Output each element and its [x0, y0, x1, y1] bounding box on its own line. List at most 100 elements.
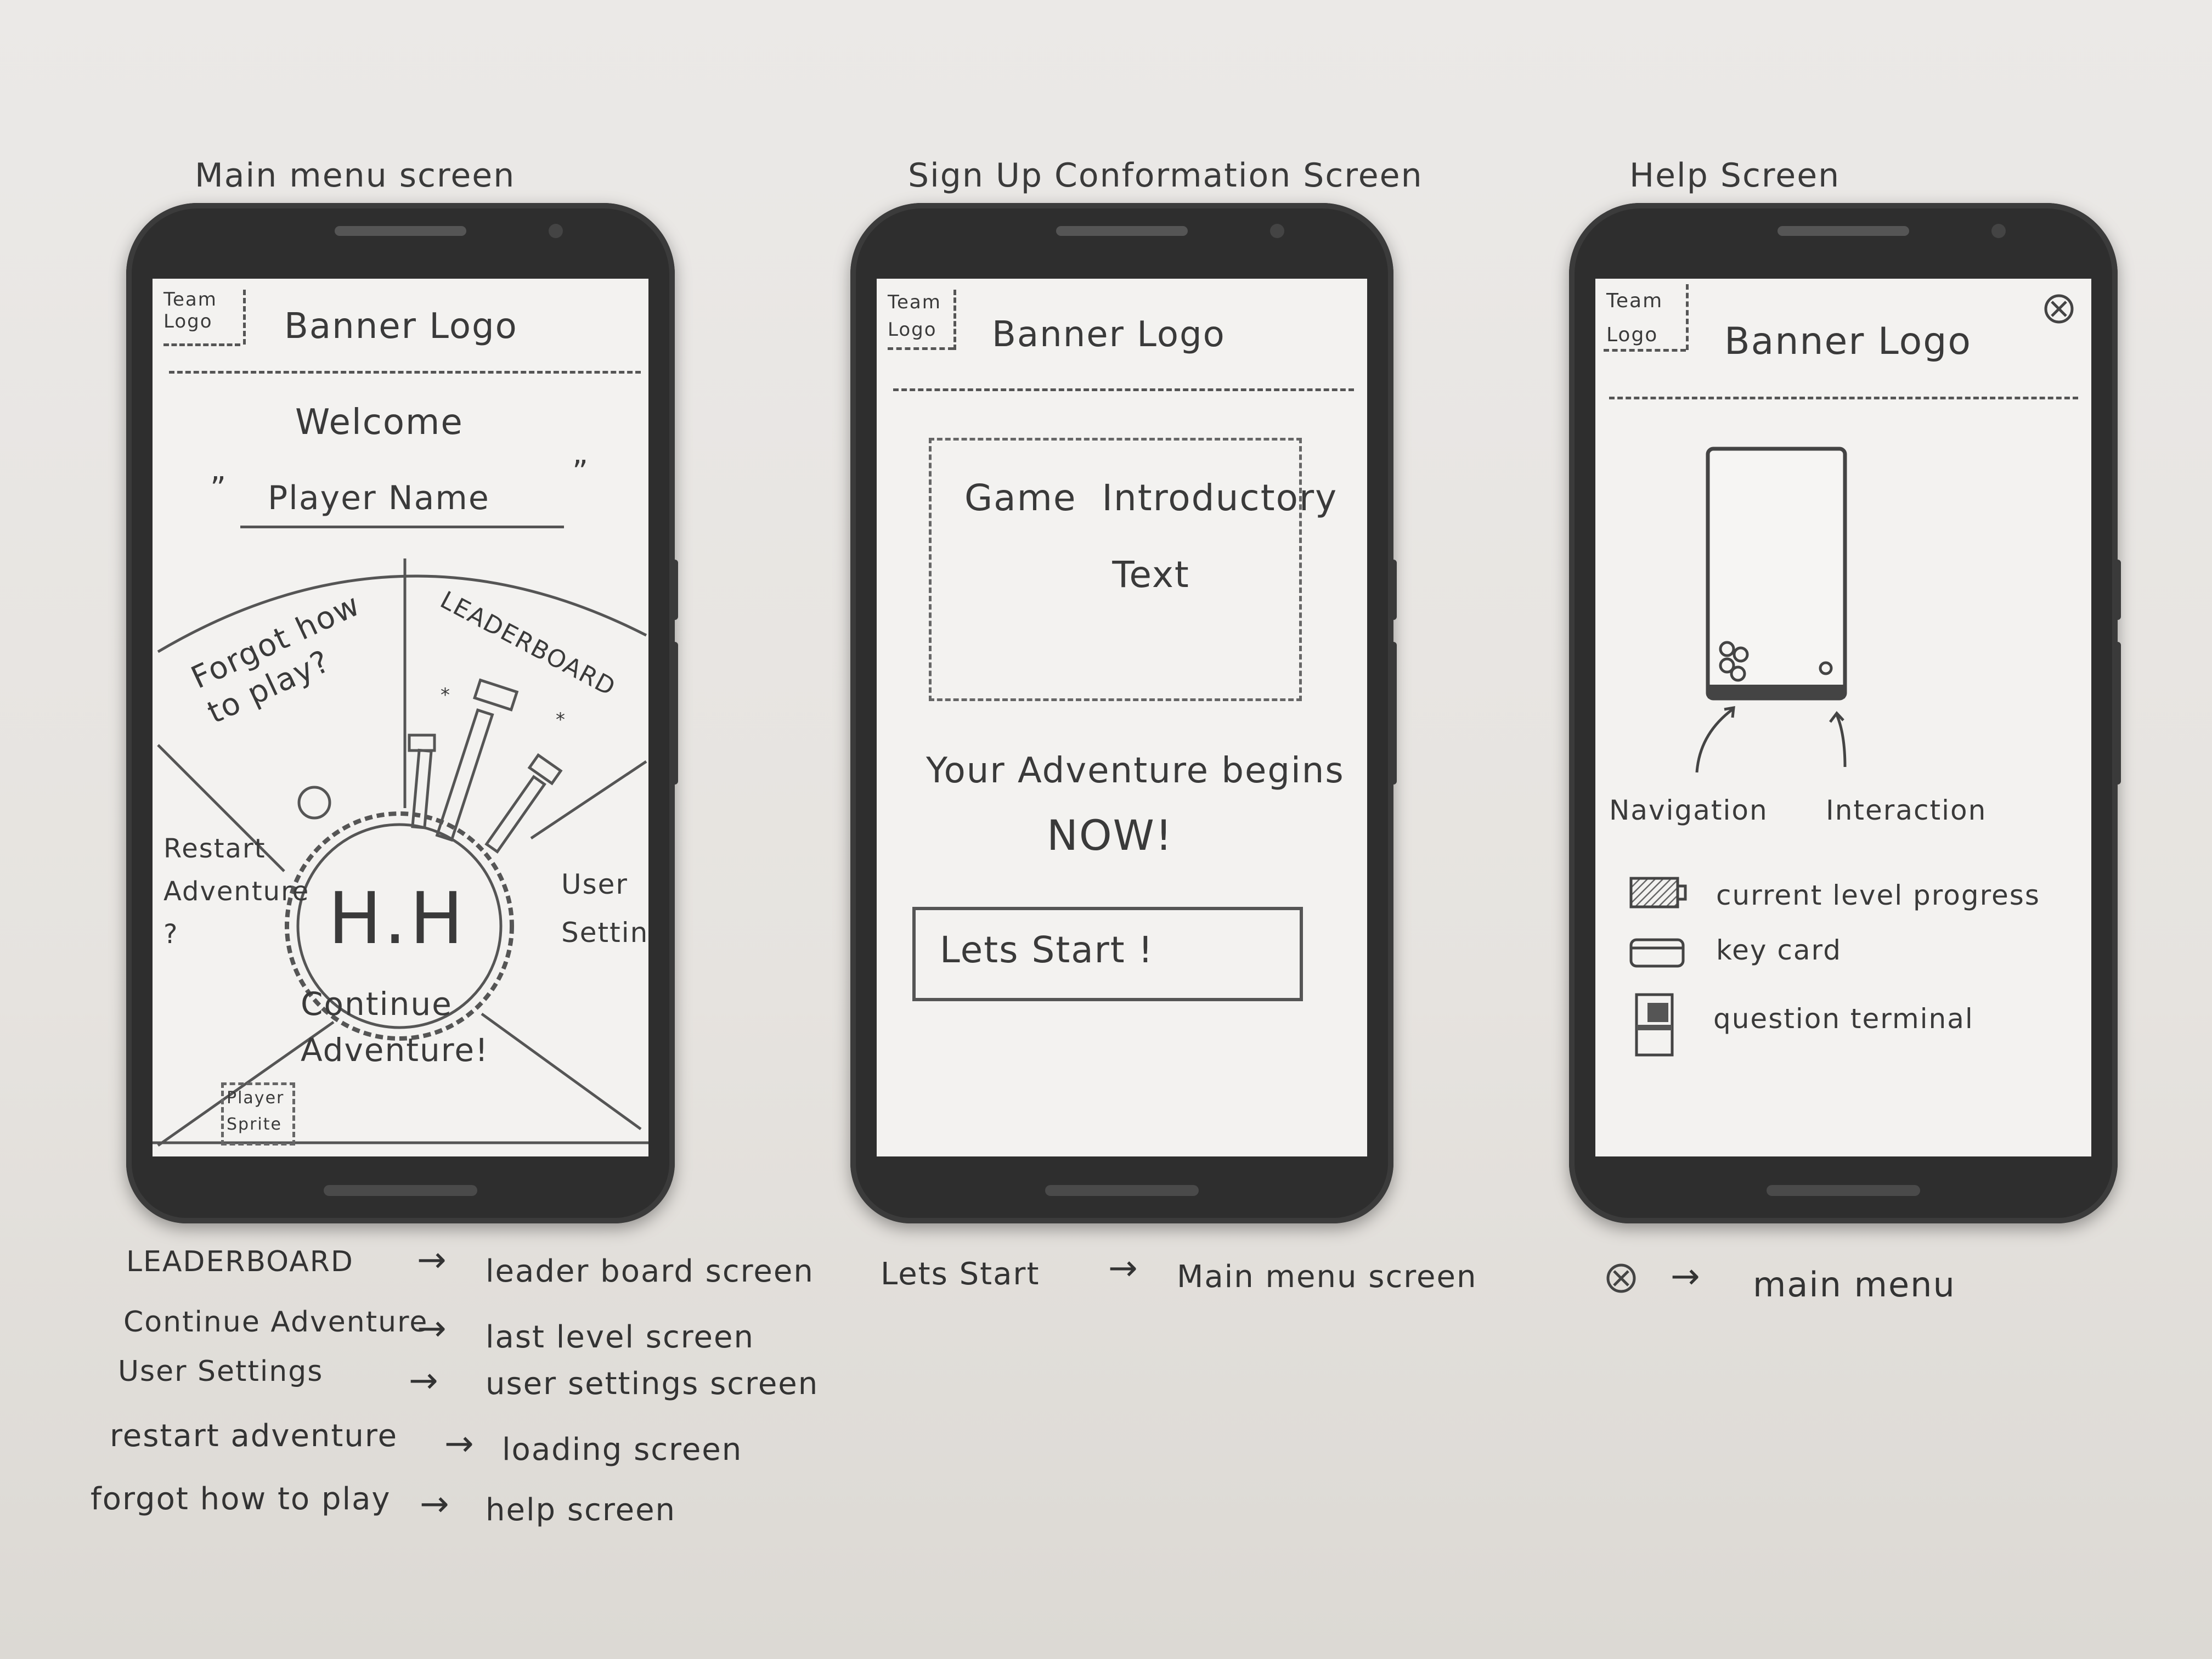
terminal-icon — [1635, 993, 1674, 1057]
navigation-arrow — [1695, 708, 1734, 773]
interaction-arrow — [1835, 714, 1847, 768]
team-logo-underline — [1604, 349, 1686, 352]
team-logo-underline — [163, 343, 240, 346]
center-logo: H.H — [328, 877, 467, 960]
header-divider — [1609, 397, 2078, 399]
note-to: user settings screen — [486, 1366, 819, 1402]
note-from: Continue Adventure — [123, 1306, 428, 1339]
banner-logo: Banner Logo — [992, 314, 1226, 355]
close-circle-icon — [1606, 1263, 1636, 1293]
menu-divider — [530, 760, 647, 840]
note-arrow: → — [1108, 1248, 1138, 1289]
note-to: last level screen — [486, 1319, 754, 1355]
speaker-grille — [335, 226, 466, 236]
key-card-icon — [1629, 938, 1685, 968]
main-menu-display: Team Logo Banner Logo Welcome ” ” Player… — [153, 279, 648, 1156]
signup-phone: Team Logo Banner Logo Game Introductory … — [850, 203, 1397, 1223]
note-arrow: → — [420, 1484, 449, 1525]
signup-display: Team Logo Banner Logo Game Introductory … — [877, 279, 1367, 1156]
gear-ring — [285, 811, 514, 1041]
speaker-grille — [1778, 226, 1909, 236]
note-arrow: → — [409, 1361, 438, 1401]
plunger-icons — [408, 678, 563, 854]
bottom-speaker — [324, 1185, 477, 1196]
restart-adventure-option[interactable]: Restart Adventure ? — [163, 833, 310, 950]
note-to: loading screen — [502, 1432, 743, 1468]
legend-label: current level progress — [1716, 879, 2040, 911]
team-logo: Team Logo — [888, 291, 941, 341]
phone-illustration — [1695, 447, 1847, 773]
interaction-label: Interaction — [1826, 794, 1987, 826]
note-from: LEADERBOARD — [126, 1245, 354, 1278]
legend-label: question terminal — [1713, 1003, 1974, 1035]
team-logo: Team Logo — [163, 289, 217, 332]
front-camera — [1991, 224, 2006, 238]
sparkle-mark: * — [556, 709, 565, 731]
note-arrow: → — [444, 1424, 474, 1464]
interaction-button-icon — [1819, 661, 1833, 675]
menu-arc — [157, 574, 647, 653]
navigation-label: Navigation — [1609, 794, 1768, 826]
team-logo-divider — [953, 290, 956, 350]
lets-start-button[interactable] — [912, 907, 1303, 1001]
bottom-speaker — [1045, 1185, 1199, 1196]
help-display: Team Logo Banner Logo Navigation Interac… — [1595, 279, 2091, 1156]
radial-menu: * * — [153, 558, 648, 1147]
signup-screen-title: Sign Up Conformation Screen — [908, 156, 1423, 195]
note-from: forgot how to play — [91, 1481, 391, 1517]
team-logo-underline — [888, 347, 953, 350]
note-from: User Settings — [118, 1355, 324, 1388]
note-from: restart adventure — [110, 1418, 398, 1454]
menu-divider — [157, 744, 285, 872]
banner-logo: Banner Logo — [284, 306, 518, 347]
close-circle-icon[interactable] — [2042, 292, 2075, 325]
bottom-speaker — [1767, 1185, 1920, 1196]
note-to: main menu — [1753, 1265, 1956, 1305]
welcome-text: Welcome — [295, 402, 464, 443]
sparkle-mark: * — [441, 684, 450, 706]
battery-icon — [1629, 877, 1687, 909]
side-button — [1389, 642, 1397, 785]
lets-start-label: Lets Start ! — [940, 929, 1154, 971]
side-button — [1389, 560, 1397, 620]
side-button — [2113, 642, 2121, 785]
banner-logo: Banner Logo — [1724, 320, 1972, 363]
header-divider — [169, 371, 641, 374]
user-settings-option[interactable]: User Settings — [561, 868, 648, 949]
team-logo-divider — [1686, 284, 1689, 350]
player-sprite-label: Player Sprite — [227, 1088, 285, 1134]
side-button — [670, 642, 678, 785]
adventure-text: Your Adventure begins — [926, 751, 1345, 791]
team-logo: Team Logo — [1606, 290, 1663, 346]
quote-close: ” — [572, 454, 590, 490]
team-logo-divider — [243, 290, 246, 345]
intro-text: Game Introductory Text — [964, 477, 1338, 596]
note-to: Main menu screen — [1177, 1259, 1477, 1295]
front-camera — [1270, 224, 1284, 238]
front-camera — [549, 224, 563, 238]
player-name-underline — [240, 526, 564, 528]
now-text: NOW! — [1047, 811, 1173, 860]
help-phone: Team Logo Banner Logo Navigation Interac… — [1569, 203, 2121, 1223]
header-divider — [893, 388, 1354, 391]
note-arrow: → — [417, 1240, 447, 1280]
gear-knob — [297, 786, 331, 820]
note-arrow: → — [1671, 1256, 1700, 1297]
player-sprite-box — [221, 1082, 295, 1146]
menu-divider — [481, 1012, 642, 1131]
note-to: help screen — [486, 1492, 676, 1528]
navigation-buttons-icon — [1719, 641, 1749, 682]
quote-open: ” — [210, 471, 228, 506]
note-from: Lets Start — [881, 1256, 1040, 1292]
note-arrow: → — [417, 1308, 447, 1349]
center-circle — [296, 823, 503, 1029]
side-button — [2113, 560, 2121, 620]
side-button — [670, 560, 678, 620]
continue-adventure-option[interactable]: Continue Adventure! — [301, 985, 489, 1069]
help-screen-title: Help Screen — [1629, 156, 1841, 195]
note-to: leader board screen — [486, 1254, 814, 1289]
legend-label: key card — [1716, 934, 1842, 966]
speaker-grille — [1056, 226, 1188, 236]
player-name-field[interactable]: Player Name — [268, 479, 490, 517]
main-menu-screen-title: Main menu screen — [195, 156, 516, 195]
